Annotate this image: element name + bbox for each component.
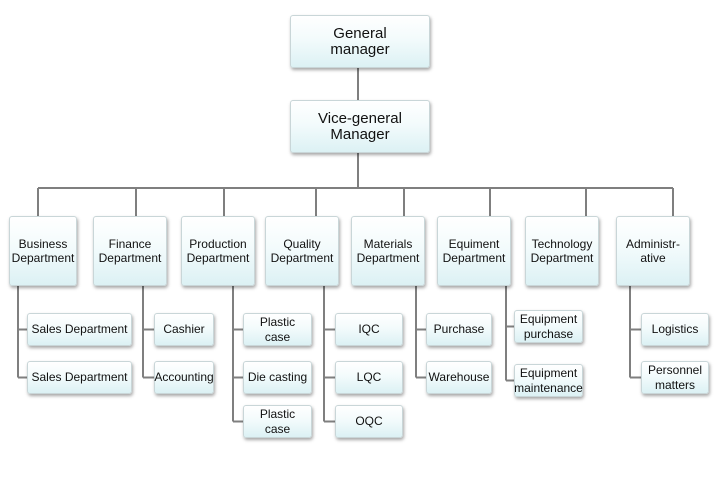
department-box-business-department: Business Department: [9, 216, 77, 286]
sub-unit-purchase: Purchase: [426, 313, 492, 346]
sub-unit-cashier: Cashier: [154, 313, 214, 346]
sub-unit-lqc: LQC: [335, 361, 403, 394]
sub-unit-sales-department: Sales Department: [27, 361, 132, 394]
sub-unit-sales-department: Sales Department: [27, 313, 132, 346]
vice-general-manager-box: Vice-general Manager: [290, 100, 430, 153]
sub-unit-warehouse: Warehouse: [426, 361, 492, 394]
sub-unit-oqc: OQC: [335, 405, 403, 438]
department-box-finance-department: Finance Department: [93, 216, 167, 286]
sub-unit-logistics: Logistics: [641, 313, 709, 346]
sub-unit-equipment-purchase: Equipment purchase: [514, 310, 583, 343]
department-box-equiment-department: Equiment Department: [437, 216, 511, 286]
sub-unit-accounting: Accounting: [154, 361, 214, 394]
sub-unit-equipment-maintenance: Equipment maintenance: [514, 364, 583, 397]
department-box-administr-ative: Administr- ative: [616, 216, 690, 286]
department-box-quality-department: Quality Department: [265, 216, 339, 286]
sub-unit-iqc: IQC: [335, 313, 403, 346]
general-manager-box: General manager: [290, 15, 430, 68]
sub-unit-die-casting: Die casting: [243, 361, 312, 394]
sub-unit-plastic-case: Plastic case: [243, 313, 312, 346]
sub-unit-plastic-case: Plastic case: [243, 405, 312, 438]
department-box-production-department: Production Department: [181, 216, 255, 286]
sub-unit-personnel-matters: Personnel matters: [641, 361, 709, 394]
department-box-technology-department: Technology Department: [525, 216, 599, 286]
department-box-materials-department: Materials Department: [351, 216, 425, 286]
